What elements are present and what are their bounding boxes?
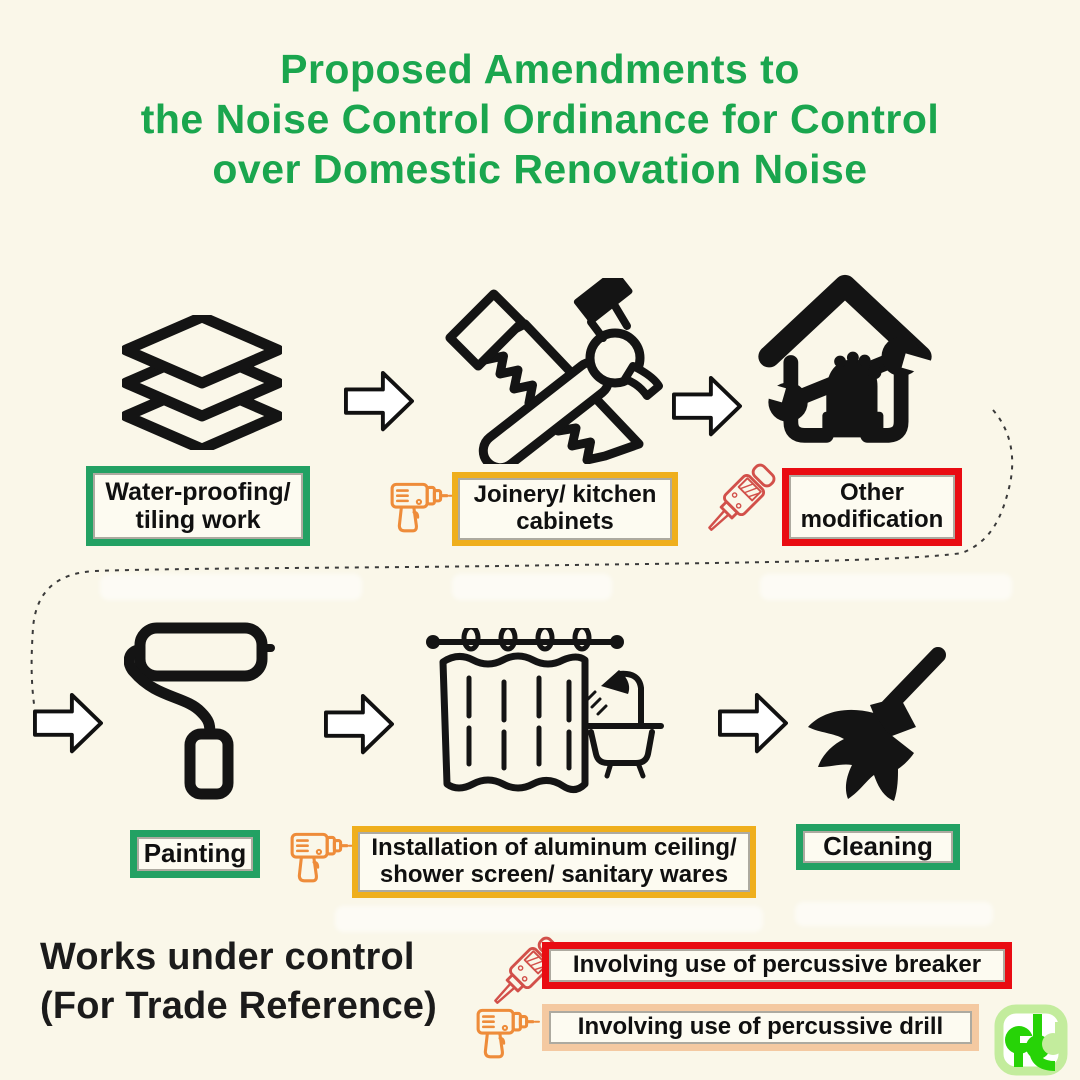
- label-cleaning: Cleaning: [796, 824, 960, 870]
- flow-arrow-icon: [672, 375, 742, 437]
- title-line-2: the Noise Control Ordinance for Control: [140, 96, 940, 142]
- footer-caption: Works under control (For Trade Reference…: [40, 933, 437, 1031]
- shower-bathtub-icon: [425, 628, 665, 802]
- legend-breaker-label: Involving use of percussive breaker: [542, 942, 1012, 989]
- layers-icon: [122, 315, 282, 450]
- flow-arrow-icon: [718, 692, 788, 754]
- label-other-modification: Other modification: [782, 468, 962, 546]
- ghost-band: [335, 906, 763, 932]
- broom-icon: [790, 643, 950, 803]
- flow-arrow-icon: [344, 370, 414, 432]
- percussive-breaker-icon: [700, 452, 780, 550]
- title-line-3: over Domestic Renovation Noise: [212, 146, 868, 192]
- percussive-drill-icon: [288, 822, 354, 888]
- ghost-band: [100, 574, 362, 600]
- ghost-band: [795, 902, 993, 926]
- percussive-drill-icon: [474, 998, 540, 1064]
- percussive-drill-icon: [388, 472, 454, 538]
- flow-arrow-icon: [33, 692, 103, 754]
- epd-logo: [993, 1000, 1069, 1080]
- label-waterproofing-tiling: Water-proofing/ tiling work: [86, 466, 310, 546]
- label-joinery-kitchen-cabinets: Joinery/ kitchen cabinets: [452, 472, 678, 546]
- saw-and-screwdriver-icon: [443, 278, 663, 464]
- ghost-band: [760, 574, 1012, 600]
- title-line-1: Proposed Amendments to: [280, 46, 800, 92]
- label-painting: Painting: [130, 830, 260, 878]
- house-wrench-icon: [750, 266, 940, 458]
- label-installation-aluminum-ceiling: Installation of aluminum ceiling/ shower…: [352, 826, 756, 898]
- flow-arrow-icon: [324, 693, 394, 755]
- ghost-band: [452, 574, 612, 600]
- footer-line-2: (For Trade Reference): [40, 985, 437, 1027]
- page-title: Proposed Amendments to the Noise Control…: [0, 44, 1080, 194]
- legend-drill-label: Involving use of percussive drill: [542, 1004, 979, 1051]
- paint-roller-icon: [124, 620, 276, 800]
- footer-line-1: Works under control: [40, 936, 415, 978]
